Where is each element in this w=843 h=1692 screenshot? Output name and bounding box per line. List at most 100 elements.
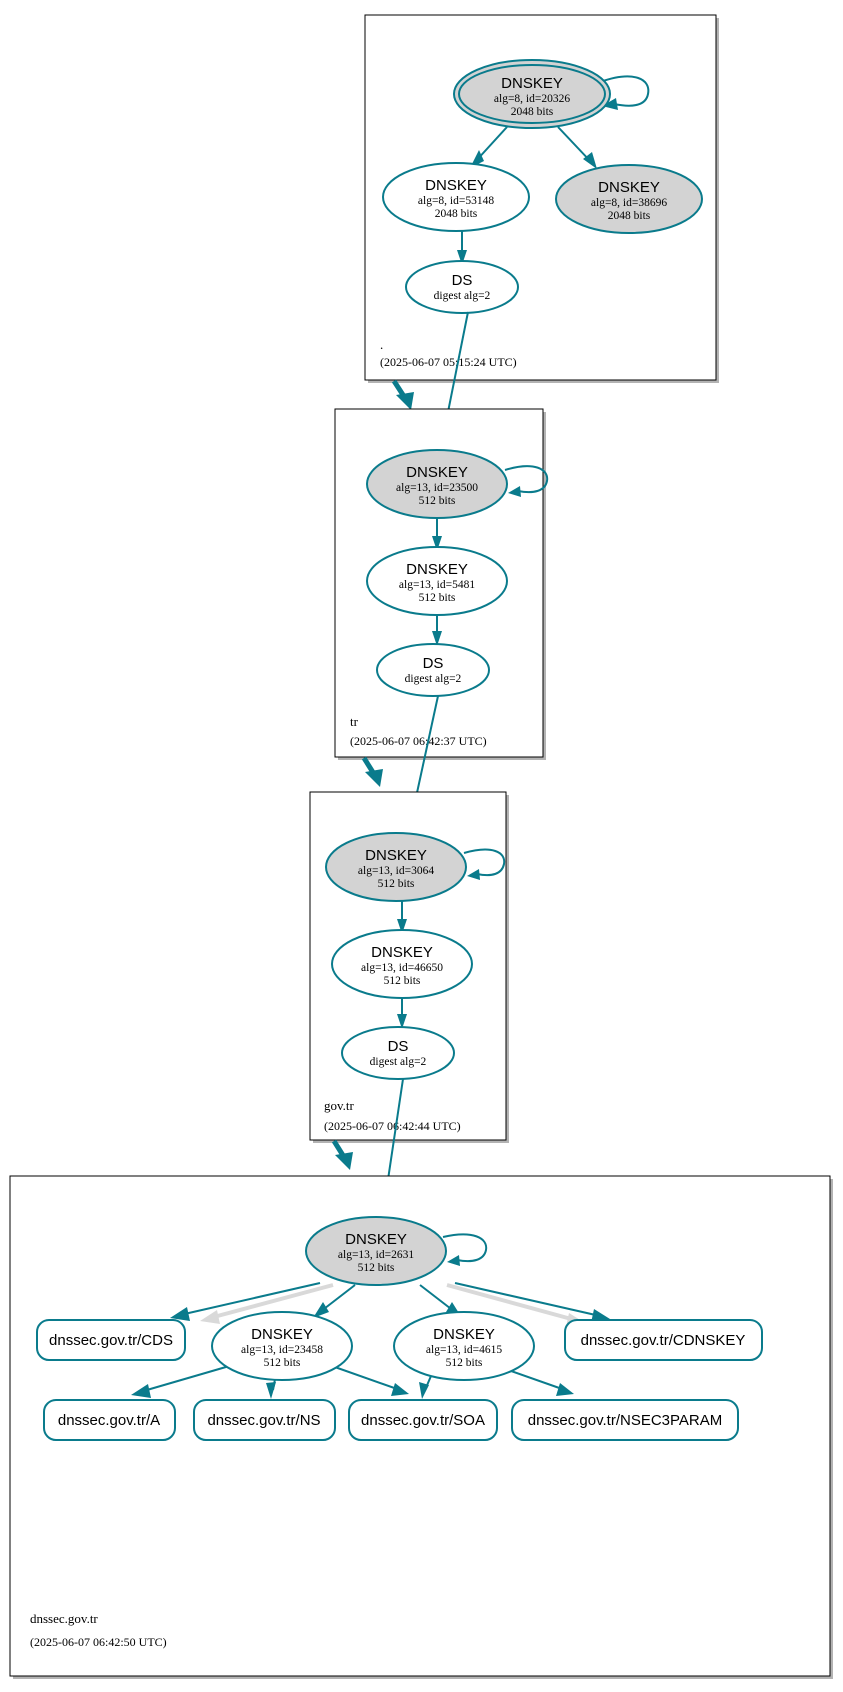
node-tr-ksk[interactable] [366,449,508,519]
node-root-zsk-params: alg=8, id=53148 [418,195,494,207]
node-leaf-zsk2-params: alg=13, id=4615 [426,1344,502,1356]
edge-root-zone-to-tr-zone-arrow [396,392,414,410]
node-root-ds-title: DS [452,272,473,289]
node-govtr-ksk-title: DNSKEY [365,847,427,864]
edge-leaf-ksk-cds [209,1283,334,1320]
edge-root-ksk-self-arrow [602,98,618,110]
node-root-ksk[interactable] [458,64,606,124]
node-govtr-ksk[interactable] [325,832,467,902]
node-leaf-ksk[interactable] [305,1216,447,1286]
zone-govtr-timestamp: (2025-06-07 06:42:44 UTC) [324,1119,461,1133]
node-govtr-ds-title: DS [388,1038,409,1055]
node-govtr-zsk-title: DNSKEY [371,944,433,961]
edge-leaf-ksk-to-cdnskey [454,1282,601,1317]
zone-dnssecgovtr: DNSKEY alg=13, id=2631 512 bits DNSKEY a… [9,1175,833,1679]
zone-govtr: DNSKEY alg=13, id=3064 512 bits DNSKEY a… [309,791,509,1143]
node-rrset-nsec3param-label: dnssec.gov.tr/NSEC3PARAM [528,1412,723,1429]
node-root-zsk[interactable] [382,162,530,232]
node-rrset-soa-label: dnssec.gov.tr/SOA [361,1412,485,1429]
edge-tr-ksk-zsk-arrow [432,536,442,551]
node-leaf-zsk1-size: 512 bits [264,1357,301,1369]
edge-root-ksk-alt-arrow [583,152,597,169]
node-govtr-ds-params: digest alg=2 [370,1056,427,1068]
node-leaf-zsk1-title: DNSKEY [251,1326,313,1343]
node-rrset-cdnskey[interactable] [564,1319,763,1361]
node-tr-ksk-params: alg=13, id=23500 [396,482,478,494]
node-root-alt-params: alg=8, id=38696 [591,197,667,209]
node-leaf-zsk1[interactable] [211,1311,353,1381]
edge-govtr-ksk-self-arrow [467,869,480,880]
zone-leaf-timestamp: (2025-06-07 06:42:50 UTC) [30,1635,167,1649]
node-leaf-zsk2-size: 512 bits [446,1357,483,1369]
edge-leaf-ksk-cdnskey [446,1283,576,1322]
zone-tr: DNSKEY alg=13, id=23500 512 bits DNSKEY … [334,408,549,760]
edge-root-ksk-self [599,75,650,107]
node-leaf-ksk-title: DNSKEY [345,1231,407,1248]
node-root-alt-title: DNSKEY [598,179,660,196]
node-tr-ds-params: digest alg=2 [405,673,462,685]
node-govtr-ksk-size: 512 bits [378,878,415,890]
node-govtr-ds[interactable] [341,1026,455,1080]
node-govtr-ksk-params: alg=13, id=3064 [358,865,434,877]
edge-govtr-ksk-self [463,848,506,877]
node-tr-ds[interactable] [376,643,490,697]
zone-root-label: . [380,337,383,352]
node-tr-ksk-title: DNSKEY [406,464,468,481]
edge-govtr-ksk-zsk-arrow [397,919,407,934]
zone-root: DNSKEY alg=8, id=20326 2048 bits DNSKEY … [364,14,719,383]
node-tr-ds-title: DS [423,655,444,672]
node-root-zsk-size: 2048 bits [435,208,478,220]
edge-leaf-zsk1-ns-arrow [266,1382,276,1399]
edge-tr-zone-to-govtr-zone-arrow [365,769,383,787]
edge-leaf-ksk-to-cds [179,1282,321,1316]
node-root-zsk-title: DNSKEY [425,177,487,194]
node-govtr-zsk-size: 512 bits [384,975,421,987]
node-tr-zsk-size: 512 bits [419,592,456,604]
edge-leaf-ksk-zsk1-arrow [313,1302,329,1318]
node-root-ksk-params: alg=8, id=20326 [494,93,570,105]
node-root-ds-params: digest alg=2 [434,290,491,302]
node-govtr-zsk[interactable] [331,929,473,999]
zone-govtr-label: gov.tr [324,1098,355,1113]
edge-govtr-zone-to-leaf-zone-arrow [335,1152,353,1170]
node-rrset-cds-label: dnssec.gov.tr/CDS [49,1332,173,1349]
edge-govtr-zsk-ds-arrow [397,1014,407,1029]
node-root-alt-dnskey[interactable] [555,164,703,234]
node-rrset-cds[interactable] [36,1319,186,1361]
edge-root-zsk-ds-arrow [457,250,467,265]
edge-leaf-zsk2-nsec3param-arrow [556,1383,574,1396]
node-rrset-ns[interactable] [193,1399,336,1441]
node-rrset-a[interactable] [43,1399,176,1441]
edge-tr-ksk-self [504,465,549,494]
zone-root-timestamp: (2025-06-07 05:15:24 UTC) [380,355,517,369]
edge-leaf-zsk1-a-arrow [131,1384,151,1398]
node-rrset-soa[interactable] [348,1399,498,1441]
edge-tr-ksk-self-arrow [508,486,521,497]
node-govtr-zsk-params: alg=13, id=46650 [361,962,443,974]
node-tr-zsk-params: alg=13, id=5481 [399,579,475,591]
node-leaf-zsk1-params: alg=13, id=23458 [241,1344,323,1356]
zone-tr-label: tr [350,714,359,729]
edge-leaf-zsk1-soa-arrow [391,1383,409,1396]
edge-tr-zsk-ds-arrow [432,631,442,646]
edge-leaf-ksk-to-cds-arrow [170,1307,190,1321]
edge-leaf-zsk2-soa-arrow [419,1382,429,1399]
node-rrset-cdnskey-label: dnssec.gov.tr/CDNSKEY [581,1332,746,1349]
zone-leaf-label: dnssec.gov.tr [30,1611,98,1626]
node-root-ds[interactable] [405,260,519,314]
node-tr-zsk-title: DNSKEY [406,561,468,578]
edge-leaf-ksk-self [442,1233,488,1263]
node-root-ksk-size: 2048 bits [511,106,554,118]
node-rrset-a-label: dnssec.gov.tr/A [58,1412,160,1429]
edge-leaf-ksk-cds-arrow [200,1310,220,1324]
node-root-ksk-title: DNSKEY [501,75,563,92]
node-leaf-zsk2-title: DNSKEY [433,1326,495,1343]
node-rrset-ns-label: dnssec.gov.tr/NS [207,1412,320,1429]
node-rrset-nsec3param[interactable] [511,1399,739,1441]
edge-leaf-ksk-self-arrow [447,1255,460,1266]
node-root-alt-size: 2048 bits [608,210,651,222]
node-leaf-zsk2[interactable] [393,1311,535,1381]
node-leaf-ksk-size: 512 bits [358,1262,395,1274]
node-tr-zsk[interactable] [366,546,508,616]
